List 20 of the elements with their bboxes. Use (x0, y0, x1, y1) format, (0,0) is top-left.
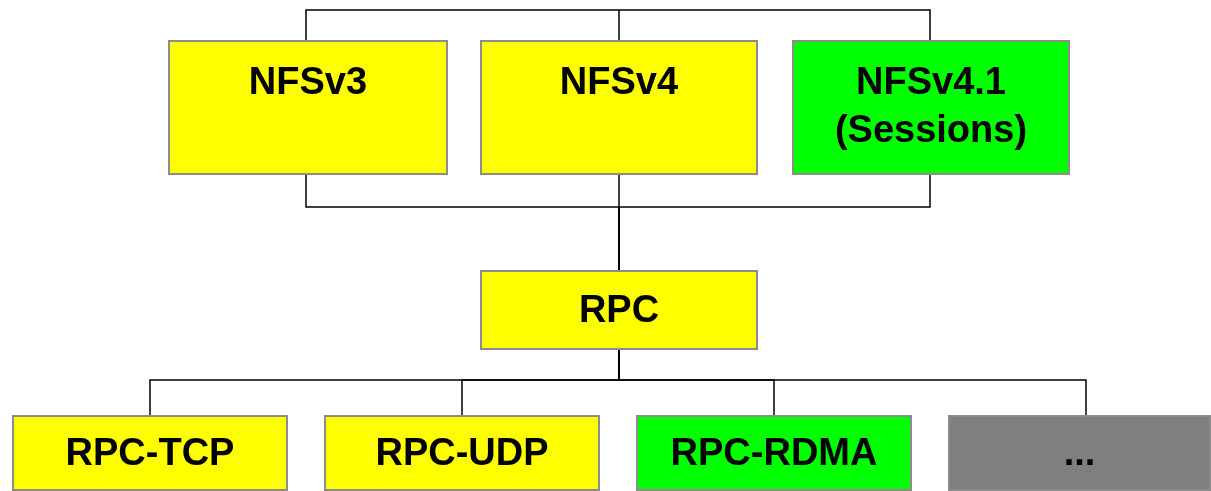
box-label: NFSv4.1 (Sessions) (833, 59, 1029, 152)
process-box (636, 415, 912, 491)
box-label: RPC-UDP (374, 430, 550, 476)
connector-line (618, 174, 931, 271)
connector-line (618, 9, 620, 41)
process-box (12, 415, 288, 491)
connector-line (305, 9, 620, 41)
box-label: ... (1062, 430, 1097, 476)
box-label: RPC (577, 287, 661, 333)
process-box (168, 40, 448, 175)
process-box (948, 415, 1211, 491)
box-label: NFSv3 (247, 59, 369, 104)
box-label: RPC-TCP (64, 430, 236, 476)
process-box (324, 415, 600, 491)
process-box (480, 40, 758, 175)
connector-line (618, 9, 931, 41)
process-box (792, 40, 1070, 175)
process-box (480, 270, 758, 350)
box-label: RPC-RDMA (669, 430, 879, 476)
box-label: NFSv4 (558, 59, 680, 104)
